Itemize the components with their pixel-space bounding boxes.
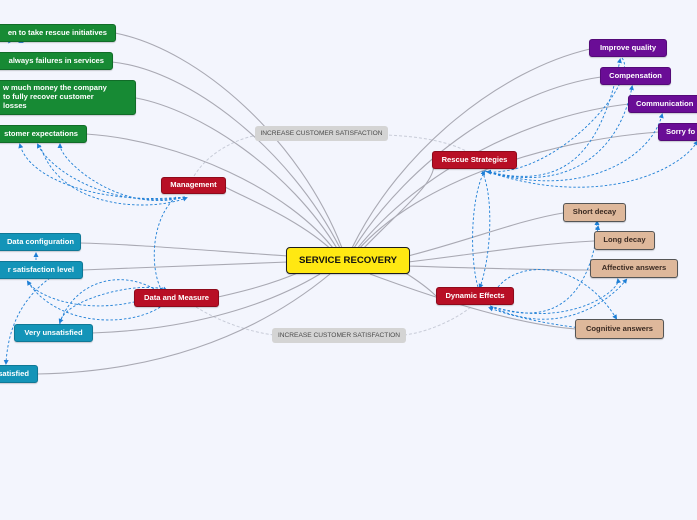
branch-data-and-measure[interactable]: Data and Measure xyxy=(134,289,219,307)
relationship-arc-top xyxy=(193,134,469,177)
branch-management[interactable]: Management xyxy=(161,177,226,194)
relationship-label-bottom[interactable]: INCREASE CUSTOMER SATISFACTION xyxy=(272,328,406,343)
dashed-links xyxy=(3,37,697,365)
topic-sorry[interactable]: Sorry fo xyxy=(658,123,697,141)
topic-improve-quality[interactable]: Improve quality xyxy=(589,39,667,57)
topic-satisfied[interactable]: satisfied xyxy=(0,365,38,383)
topic-compensation[interactable]: Compensation xyxy=(600,67,671,85)
topic-communication[interactable]: Communication xyxy=(628,95,697,113)
topic-failures-in-services[interactable]: always failures in services xyxy=(0,52,113,70)
relationship-arc-bottom xyxy=(195,305,473,336)
main-links xyxy=(36,32,660,375)
topic-rescue-initiatives[interactable]: en to take rescue initiatives xyxy=(0,24,116,42)
relationship-label-top[interactable]: INCREASE CUSTOMER SATISFACTION xyxy=(255,126,388,141)
central-topic[interactable]: SERVICE RECOVERY xyxy=(286,247,410,274)
topic-customer-expectations[interactable]: stomer expectations xyxy=(0,125,87,143)
branch-dynamic-effects[interactable]: Dynamic Effects xyxy=(436,287,514,305)
topic-cognitive-answers[interactable]: Cognitive answers xyxy=(575,319,664,339)
topic-short-decay[interactable]: Short decay xyxy=(563,203,626,222)
topic-long-decay[interactable]: Long decay xyxy=(594,231,655,250)
topic-affective-answers[interactable]: Affective answers xyxy=(590,259,678,278)
topic-very-unsatisfied[interactable]: Very unsatisfied xyxy=(14,324,93,342)
topic-satisfaction-level[interactable]: r satisfaction level xyxy=(0,261,83,279)
topic-data-configuration[interactable]: Data configuration xyxy=(0,233,81,251)
topic-recovery-money-label: w much money the company to fully recove… xyxy=(3,83,107,110)
topic-recovery-money[interactable]: w much money the company to fully recove… xyxy=(0,80,136,115)
branch-rescue-strategies[interactable]: Rescue Strategies xyxy=(432,151,517,169)
